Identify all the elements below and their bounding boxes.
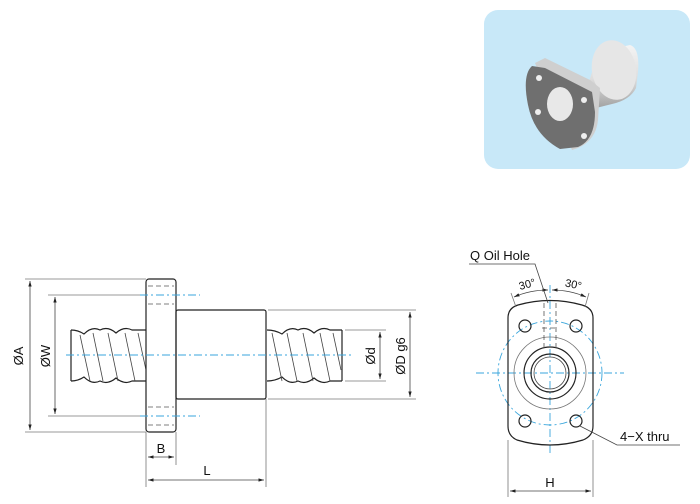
side-view: ØA ØW Ød ØD g6 B L xyxy=(11,278,416,487)
oil-hole-label: Q Oil Hole xyxy=(470,248,530,263)
angle-label-right: 30° xyxy=(564,277,583,292)
angle-label-left: 30° xyxy=(518,277,537,293)
dim-label-dia-d-small: Ød xyxy=(363,347,378,364)
bolt-holes xyxy=(518,319,583,428)
dim-label-dia-a: ØA xyxy=(11,346,26,365)
flanged-nut-3d-icon xyxy=(525,40,639,150)
flange-outline xyxy=(507,299,594,446)
flange xyxy=(145,278,177,433)
screw-thread-left xyxy=(70,327,147,384)
product-image xyxy=(484,10,690,169)
end-view: 30° 30° Q Oil Hole 4−X thru H xyxy=(469,248,680,497)
dim-label-dia-d-large: ØD g6 xyxy=(393,337,408,375)
dim-label-h: H xyxy=(545,475,554,490)
dim-label-b: B xyxy=(157,441,166,456)
screw-thread-right xyxy=(266,327,343,384)
thru-holes-label: 4−X thru xyxy=(620,429,670,444)
dim-label-dia-w: ØW xyxy=(38,344,53,367)
nut-body xyxy=(175,309,267,400)
bolt-circle xyxy=(497,320,603,426)
dim-label-l: L xyxy=(203,463,210,478)
